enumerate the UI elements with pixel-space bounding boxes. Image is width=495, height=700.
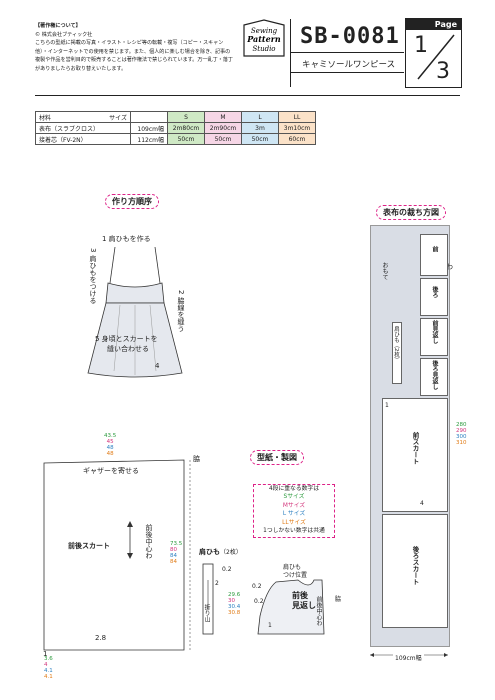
size-legend: 4段に重なる数字は Sサイズ Mサイズ L サイズ LLサイズ 1つしかない数字…	[253, 484, 335, 538]
facing-pattern	[257, 579, 325, 635]
header-rule-bottom	[290, 72, 404, 73]
skirt-length-measure: 73.5 80 84 84	[170, 541, 183, 565]
materials-header-item: 材料サイズ	[35, 111, 131, 123]
layout-length: 280 290 300 310	[456, 422, 467, 446]
layout-omote: おもて	[381, 262, 388, 280]
layout-width: 109cm幅	[393, 653, 424, 662]
copyright-body: こちらの型紙に掲載の写真・イラスト・レシピ等の転載・複写（コピー・スキャン他）・…	[35, 40, 233, 72]
brand-logo: Sewing Pattern Studio	[240, 19, 288, 59]
header-rule	[290, 52, 404, 53]
strap-length: 29.6 30 30.4 30.8	[228, 592, 241, 616]
layout-front: 前	[431, 246, 438, 252]
strap-two: 2	[215, 580, 219, 587]
layout-front-facing: 前見返し	[431, 320, 438, 344]
facing-side: 脇	[335, 596, 342, 603]
section-layout: 表布の裁ち方図	[376, 205, 446, 220]
strap-width: 0.2	[222, 566, 232, 573]
materials-table: 材料サイズ S M L LL 表布（スラブクロス） 109cm幅 2m80cm …	[35, 111, 316, 145]
layout-four: 4	[420, 500, 424, 507]
strap-pattern	[202, 563, 214, 635]
section-pattern: 型紙・製図	[250, 450, 304, 465]
copyright-title: 【著作権について】	[35, 23, 81, 29]
facing-center: 前後中心わ	[315, 596, 322, 626]
skirt-bottom-measure: 3.6 4 4.1 4.1	[44, 656, 53, 680]
skirt-title: 前後スカート	[68, 542, 110, 550]
page-total: 3	[436, 59, 450, 84]
size-l: L	[241, 111, 279, 123]
layout-fold: わ	[446, 263, 453, 271]
materials-header-row: 材料サイズ S M L LL	[35, 111, 316, 123]
layout-back-skirt: 後ろスカート	[411, 546, 419, 585]
skirt-top-measure: 43.5 45 48 48	[104, 433, 117, 457]
step-2: 2 脇線を縫う	[177, 290, 185, 332]
section-order: 作り方順序	[105, 194, 159, 209]
facing-title-1: 前後	[292, 591, 308, 600]
copyright-company: © 株式会社ブティック社	[35, 31, 93, 38]
facing-strap-pos-1: 肩ひも	[283, 564, 302, 571]
step-4: 4	[155, 362, 160, 370]
skirt-gather-label: ギャザーを寄せる	[83, 467, 139, 475]
step-1: 1 肩ひもを作る	[102, 235, 151, 243]
strap-fold: 折り山	[203, 604, 210, 622]
layout-front-skirt: 前スカート	[411, 432, 419, 465]
table-row: 接着芯（FV-2N） 112cm幅 50cm 50cm 50cm 60cm	[35, 133, 316, 145]
header-bottom-rule	[35, 95, 460, 96]
logo-line2: Pattern	[246, 34, 281, 44]
skirt-one: 1	[43, 650, 48, 658]
page-slash	[417, 34, 455, 80]
pattern-name: キャミソールワンピース	[302, 60, 396, 70]
logo-line1: Sewing	[251, 27, 278, 35]
facing-d3: 1	[268, 622, 272, 629]
page-current: 1	[414, 33, 428, 58]
page-indicator: Page 1 3	[405, 18, 462, 88]
strap-title: 肩ひも（2枚）	[199, 548, 242, 556]
header-divider	[290, 19, 291, 87]
size-s: S	[167, 111, 205, 123]
step-5a: 5 身頃とスカートを	[95, 335, 158, 343]
layout-back: 後ろ	[431, 286, 438, 298]
facing-d2: 0.2	[254, 598, 264, 605]
facing-title-2: 見返し	[292, 601, 316, 610]
size-ll: LL	[278, 111, 316, 123]
step-3: 3 肩ひもをつける	[89, 248, 97, 304]
layout-one: 1	[385, 402, 389, 409]
skirt-side-mark: 脇	[193, 455, 200, 463]
page-label: Page	[406, 19, 461, 30]
pattern-code: SB-0081	[300, 24, 400, 49]
skirt-center-label: 前後中心わ	[145, 524, 153, 559]
table-row: 表布（スラブクロス） 109cm幅 2m80cm 2m90cm 3m 3m10c…	[35, 122, 316, 134]
skirt-pattern	[43, 459, 191, 651]
dress-illustration	[87, 246, 183, 378]
step-5b: 縫い合わせる	[107, 345, 149, 353]
layout-back-facing: 後ろ見返し	[431, 360, 438, 390]
size-m: M	[204, 111, 242, 123]
logo-line3: Studio	[252, 45, 275, 53]
layout-strap: 肩ひも（2枚）	[393, 326, 399, 363]
facing-strap-pos-2: つけ位置	[283, 572, 308, 579]
copyright-notice: 【著作権について】 © 株式会社ブティック社 こちらの型紙に掲載の写真・イラスト…	[35, 22, 235, 74]
facing-d1: 0.2	[252, 583, 262, 590]
skirt-hem-measure: 2.8	[95, 634, 107, 642]
